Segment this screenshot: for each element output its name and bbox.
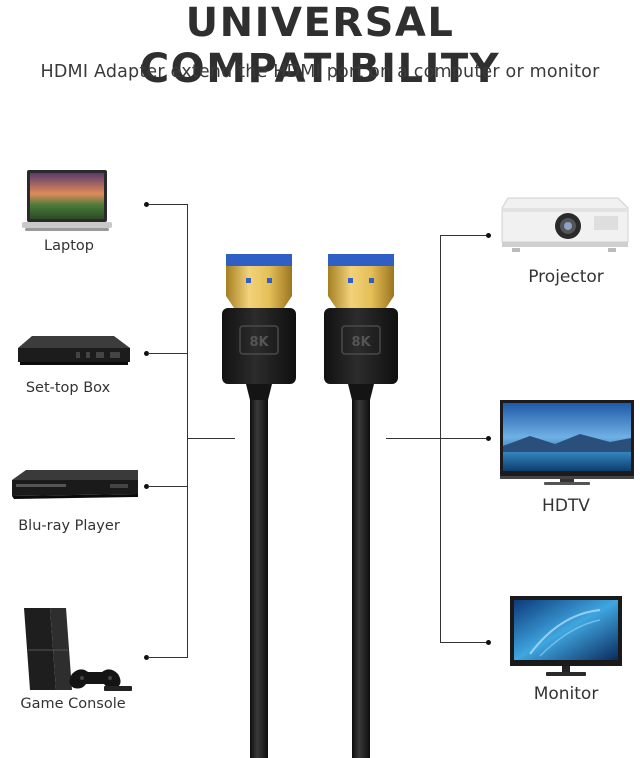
connector-dot: [144, 655, 149, 660]
source-label-laptop: Laptop: [44, 238, 94, 254]
display-label-projector: Projector: [528, 267, 604, 287]
connector-line: [440, 438, 488, 439]
laptop-icon: [22, 170, 112, 231]
connector-dot: [144, 351, 149, 356]
set-top-box-icon: [18, 336, 130, 365]
blu-ray-player-icon: [12, 470, 138, 499]
display-label-hdtv: HDTV: [542, 496, 590, 516]
page-subtitle: HDMI Adapter extend the HDMI port on a c…: [40, 62, 600, 82]
projector-icon: [501, 197, 629, 252]
connector-trunk: [187, 204, 188, 658]
connector-line: [440, 642, 488, 643]
connector-line: [386, 438, 440, 439]
source-label-game-console: Game Console: [20, 696, 126, 712]
connector-dot: [486, 233, 491, 238]
game-console-icon: [24, 608, 132, 691]
connector-line: [148, 353, 188, 354]
monitor-icon: [510, 596, 622, 676]
display-label-monitor: Monitor: [533, 684, 599, 704]
connector-dot: [486, 640, 491, 645]
source-label-blu-ray-player: Blu-ray Player: [18, 518, 120, 534]
connector-line: [148, 486, 188, 487]
hdtv-icon: [500, 400, 634, 485]
connector-line: [187, 438, 235, 439]
page-title: UNIVERSAL COMPATIBILITY: [139, 0, 501, 92]
connector-line: [148, 657, 188, 658]
hdmi-cable: 8K 8K: [222, 254, 398, 758]
connector-line: [148, 204, 188, 205]
connector-line: [440, 235, 488, 236]
connector-dot: [144, 484, 149, 489]
source-label-set-top-box: Set-top Box: [25, 380, 111, 396]
hdmi-connector-right: 8K: [324, 254, 398, 758]
hdmi-connector-left: 8K: [222, 254, 296, 758]
connector-dot: [486, 436, 491, 441]
connector-dot: [144, 202, 149, 207]
connector-badge: 8K: [249, 335, 269, 350]
connector-badge: 8K: [351, 335, 371, 350]
